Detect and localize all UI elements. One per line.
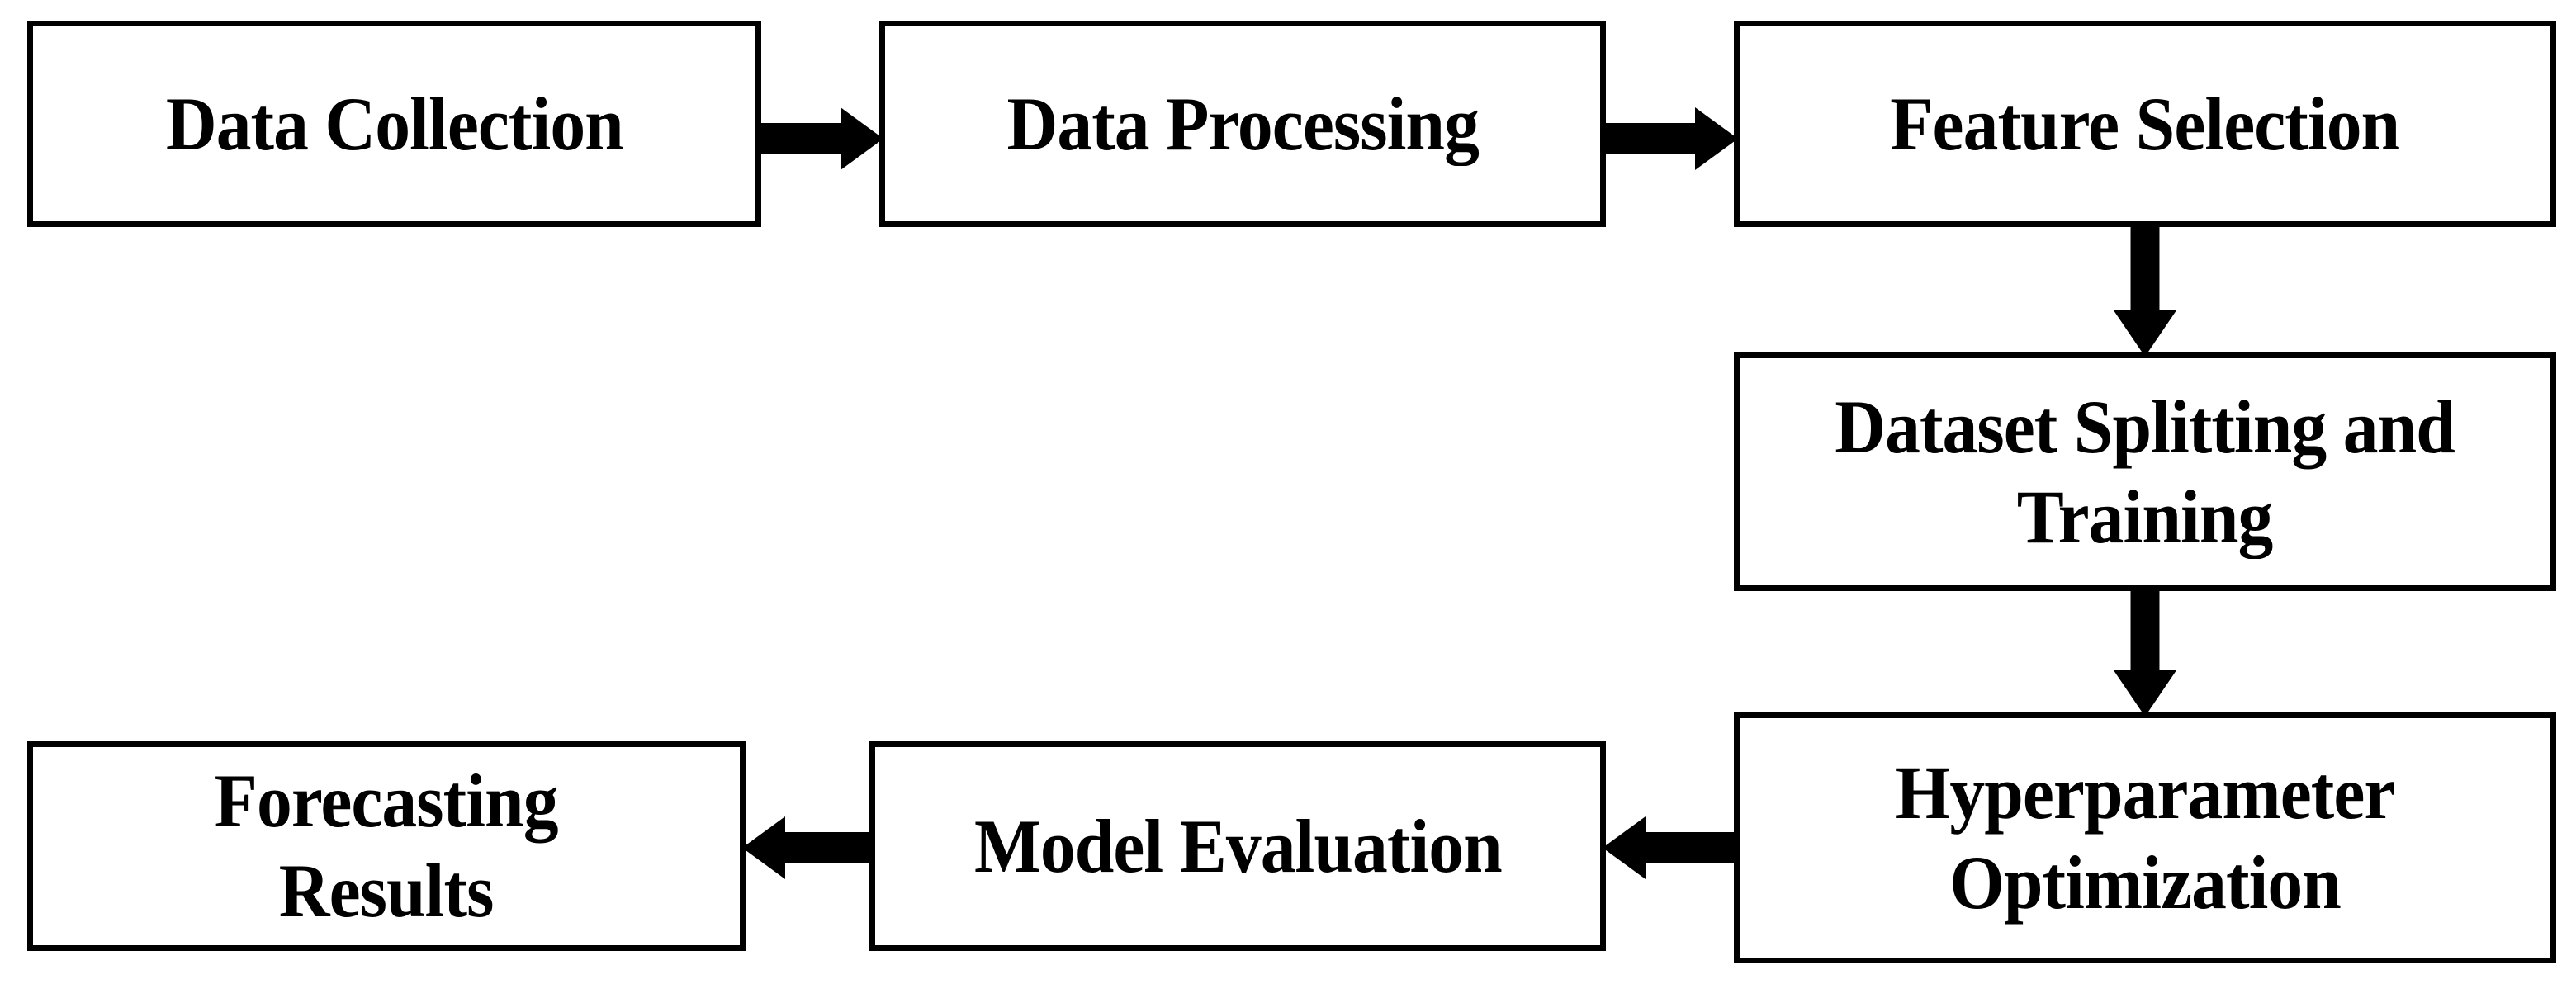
node-label-model-evaluation: Model Evaluation xyxy=(973,803,1503,888)
arrow-hyperparameter-to-model-glyph xyxy=(1603,816,1738,879)
arrow-hyperparameter-to-model xyxy=(1603,816,1738,879)
node-label-forecasting-results: Forecasting Results xyxy=(215,759,559,933)
arrow-collection-to-processing-glyph xyxy=(761,107,883,170)
arrow-processing-to-feature-glyph xyxy=(1606,107,1738,170)
arrow-dataset-to-hyperparameter xyxy=(2114,588,2176,717)
arrow-dataset-to-hyperparameter-glyph xyxy=(2114,588,2176,717)
node-forecasting-results[interactable]: Forecasting Results xyxy=(27,741,746,951)
node-model-evaluation[interactable]: Model Evaluation xyxy=(869,741,1606,951)
arrow-collection-to-processing xyxy=(761,107,883,170)
node-label-hyperparameter-optimization: Hyperparameter Optimization xyxy=(1895,750,2396,925)
node-data-collection[interactable]: Data Collection xyxy=(27,21,761,227)
arrow-model-to-forecasting xyxy=(742,816,874,879)
node-feature-selection[interactable]: Feature Selection xyxy=(1734,21,2556,227)
arrow-model-to-forecasting-glyph xyxy=(742,816,874,879)
node-label-data-processing: Data Processing xyxy=(1006,81,1479,166)
node-dataset-splitting-training[interactable]: Dataset Splitting and Training xyxy=(1734,352,2556,591)
node-hyperparameter-optimization[interactable]: Hyperparameter Optimization xyxy=(1734,712,2556,963)
node-label-dataset-splitting-training: Dataset Splitting and Training xyxy=(1835,384,2456,559)
node-label-data-collection: Data Collection xyxy=(165,81,624,166)
arrow-feature-to-dataset-glyph xyxy=(2114,225,2176,357)
node-label-feature-selection: Feature Selection xyxy=(1890,81,2401,166)
arrow-processing-to-feature xyxy=(1606,107,1738,170)
arrow-feature-to-dataset xyxy=(2114,225,2176,357)
node-data-processing[interactable]: Data Processing xyxy=(879,21,1606,227)
